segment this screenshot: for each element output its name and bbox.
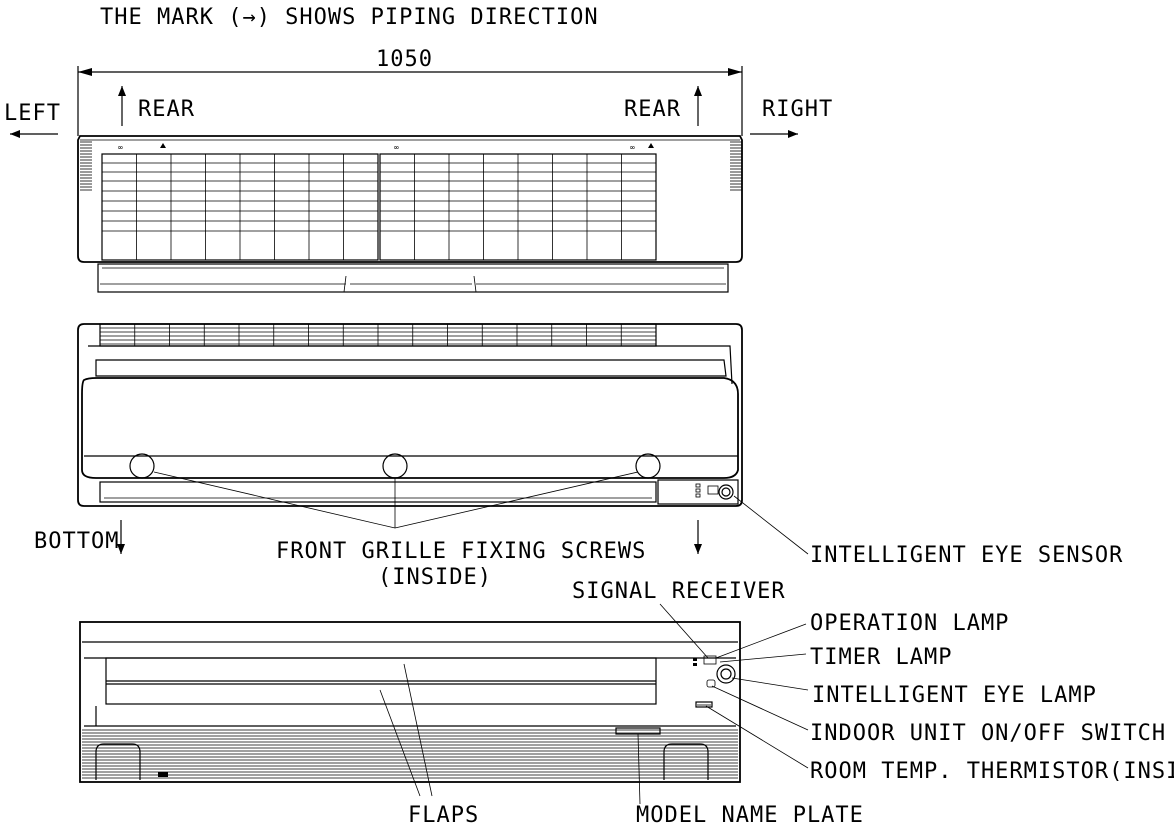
eye-sensor-icon bbox=[695, 483, 734, 500]
mark-infinity-icon: ∞ bbox=[630, 143, 636, 152]
thermistor-icon bbox=[695, 701, 713, 708]
bottom-arrow-icon bbox=[117, 520, 125, 554]
right-label: RIGHT bbox=[762, 97, 833, 122]
flaps-label: FLAPS bbox=[408, 803, 479, 828]
eye-sensor-label: INTELLIGENT EYE SENSOR bbox=[810, 543, 1123, 568]
timer-lamp-label: TIMER LAMP bbox=[810, 645, 952, 670]
name-plate-label: MODEL NAME PLATE bbox=[636, 803, 864, 828]
bottom-label: BOTTOM bbox=[34, 529, 119, 554]
rear-right-label: REAR bbox=[624, 97, 681, 122]
screw-marker-icon bbox=[382, 453, 408, 479]
screws-label-inside: (INSIDE) bbox=[378, 565, 492, 590]
mark-infinity-icon: ∞ bbox=[394, 143, 400, 152]
bottom-right-arrow-icon bbox=[694, 520, 702, 554]
mark-infinity-icon: ∞ bbox=[118, 143, 124, 152]
front-view bbox=[79, 603, 809, 805]
signal-receiver-label: SIGNAL RECEIVER bbox=[572, 579, 786, 604]
signal-receiver-icon bbox=[703, 655, 717, 665]
width-dimension-label: 1050 bbox=[376, 47, 433, 72]
mark-triangle-icon bbox=[160, 143, 166, 148]
width-dimension: 1050 bbox=[77, 47, 743, 136]
bottom-view bbox=[77, 323, 809, 555]
screws-label: FRONT GRILLE FIXING SCREWS bbox=[276, 539, 646, 564]
right-arrow-icon bbox=[750, 130, 798, 138]
piping-direction-note: THE MARK (→) SHOWS PIPING DIRECTION bbox=[100, 5, 599, 30]
top-view: ∞ ∞ ∞ bbox=[77, 135, 743, 293]
onoff-switch-label: INDOOR UNIT ON/OFF SWITCH bbox=[810, 721, 1166, 746]
thermistor-label: ROOM TEMP. THERMISTOR(INSIDE) bbox=[810, 759, 1174, 784]
rear-right-arrow-icon bbox=[694, 86, 702, 126]
left-label: LEFT bbox=[4, 101, 61, 126]
onoff-switch-icon bbox=[706, 679, 716, 688]
screw-marker-icon bbox=[635, 453, 661, 479]
mark-triangle-icon bbox=[648, 143, 654, 148]
operation-lamp-label: OPERATION LAMP bbox=[810, 611, 1009, 636]
eye-lamp-icon bbox=[716, 664, 736, 684]
left-arrow-icon bbox=[10, 130, 58, 138]
screw-marker-icon bbox=[129, 453, 155, 479]
eye-lamp-label: INTELLIGENT EYE LAMP bbox=[812, 683, 1097, 708]
rear-left-arrow-icon bbox=[118, 86, 126, 126]
rear-left-label: REAR bbox=[138, 97, 195, 122]
